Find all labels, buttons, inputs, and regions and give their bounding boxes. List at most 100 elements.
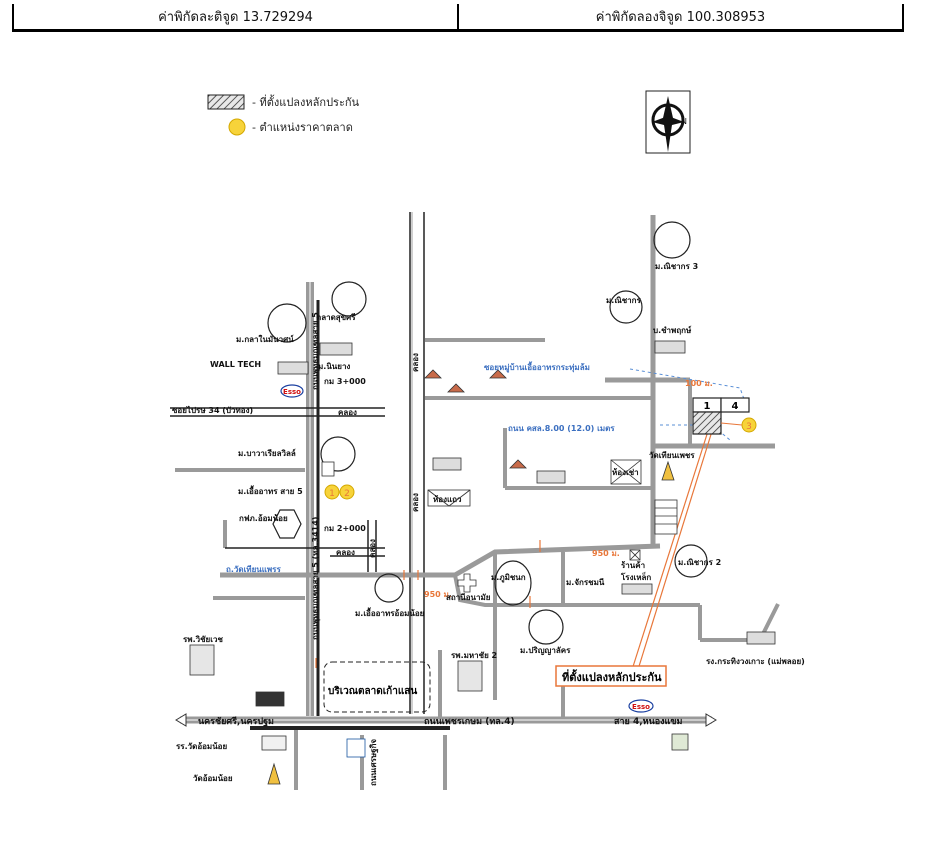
- label-vroad: ถนนพุทธมณฑลสาย 5 (ทล.3414): [311, 517, 321, 640]
- bank-icon: [346, 738, 366, 758]
- label-talatsuksri: ตลาดสุขศรี: [316, 312, 356, 323]
- village-circles: [267, 221, 708, 645]
- road-network: [170, 212, 780, 790]
- building-icons: [189, 340, 776, 785]
- collateral-parcel: [692, 411, 722, 435]
- coordinate-bar: ค่าพิกัดละติจูด 13.729294 ค่าพิกัดลองจิจ…: [12, 4, 904, 32]
- label-school: รร.วัดอ้อมน้อย: [176, 741, 227, 751]
- stairs-icon: [654, 499, 678, 535]
- legend-parcel-label: - ที่ตั้งแปลงหลักประกัน: [252, 94, 360, 109]
- market-markers: 1 2 3: [324, 417, 757, 500]
- label-mahachai: รพ.มหาชัย 2: [451, 651, 497, 660]
- parcel-callout-box: [555, 665, 667, 687]
- label-km3000: กม 3+000: [324, 377, 366, 386]
- label-mainroad: ถนนเพชรเกษม (ทล.4): [424, 717, 515, 727]
- legend-market-swatch: [228, 118, 246, 136]
- label-soiueaarthorn: ซอยหมู่บ้านเอื้ออาทรกระทุ่มล้ม: [484, 361, 590, 373]
- label-nichakorn3: ม.ณิชากร 3: [655, 262, 698, 271]
- hospital-icon: [189, 644, 215, 676]
- market-marker-3-label: 3: [746, 422, 752, 432]
- market-area-box: [323, 661, 431, 713]
- label-wanwang: ม.นินยาง: [318, 362, 350, 371]
- label-khlong-vertical-1: คลอง: [411, 353, 420, 372]
- school-icon: [261, 735, 287, 751]
- label-vroad2: ถนนพุทธมณฑลสาย 5: [311, 312, 321, 390]
- health-station-icon: [457, 573, 477, 593]
- label-hongtheo2: ห้องแถว: [433, 494, 462, 504]
- temple-icon: [661, 460, 675, 481]
- label-khlong-2: คลอง: [336, 548, 355, 557]
- factory-icon: [746, 631, 776, 645]
- esso-badges: Esso Esso: [280, 384, 654, 713]
- house-icon: [489, 369, 507, 379]
- factory-icon: [432, 457, 462, 471]
- temple-icon: [267, 762, 281, 785]
- factory-icon: [536, 470, 566, 484]
- label-kfp: กฟภ.อ้อมน้อย: [239, 513, 288, 523]
- esso-label-2: Esso: [632, 703, 650, 711]
- label-walltech: WALL TECH: [210, 360, 261, 369]
- esso-label-1: Esso: [283, 388, 301, 396]
- north-arrow-icon: N: [645, 90, 691, 154]
- house-icon: [447, 383, 465, 393]
- label-klaipamouse: ม.กลาในมันวศน์: [236, 334, 294, 344]
- label-ueaarthorn: ม.เอื้ออาทร สาย 5: [238, 485, 303, 496]
- market-marker-2-label: 2: [344, 489, 350, 499]
- label-marketarea: บริเวณตลาดเก้าแสน: [328, 685, 417, 697]
- label-watthian: ถ.วัดเทียนแพรร: [226, 564, 281, 574]
- label-parcelcallout: ที่ตั้งแปลงหลักประกัน: [562, 669, 662, 684]
- factory-icon: [277, 361, 309, 375]
- label-khlong-vertical-2: คลอง: [411, 493, 420, 512]
- factory-icon: [621, 583, 653, 595]
- distance-markers: [315, 427, 714, 677]
- label-khlong-vertical-3: คลอง: [368, 539, 377, 558]
- label-bawa: ม.บาวาเรียลวิลล์: [238, 448, 296, 458]
- label-nichakorn: ม.ณิชากร: [606, 296, 642, 305]
- label-baanchanpruek: บ.ชำพฤกษ์: [653, 325, 692, 335]
- lot-4-label: 4: [732, 401, 739, 412]
- station-icon: [671, 733, 689, 751]
- label-dist950a: 950 ม.: [424, 590, 452, 599]
- label-khlong-1: คลอง: [338, 408, 357, 417]
- market-marker-1: [324, 484, 340, 500]
- label-watthianphet: วัดเทียนเพชร: [649, 450, 695, 460]
- market-marker-1-label: 1: [329, 489, 335, 499]
- label-parinya: ม.ปริญญาลัคร: [520, 646, 571, 656]
- legend: - ที่ตั้งแปลงหลักประกัน - ตำแหน่งราคาตลา…: [207, 94, 360, 136]
- label-roadright: สาย 4,หนองแขม: [614, 717, 682, 727]
- house-icon: [424, 369, 442, 379]
- factory-icon: [654, 340, 686, 354]
- label-nichakorn2: ม.ณิชากร 2: [678, 558, 721, 567]
- label-km2000: กม 2+000: [324, 524, 366, 533]
- junction-hexagon: [272, 509, 302, 539]
- house-icon: [509, 459, 527, 469]
- label-bangkokbank: ถนนเศรษฐกิจ: [369, 739, 379, 786]
- market-marker-2: [339, 484, 355, 500]
- label-shop: ร้านค้า: [621, 560, 645, 570]
- label-watomnoi: วัดอ้อมน้อย: [193, 773, 233, 783]
- label-road8: ถนน คสล.8.00 (12.0) เมตร: [508, 424, 615, 433]
- label-roadleft: นครชัยศรี,นครปฐม: [198, 716, 274, 727]
- parcel-lots: 1 4: [692, 397, 750, 435]
- map-labels: ม.ณิชากร 3 ม.ณิชากร บ.ชำพฤกษ์ ตลาดสุขศรี…: [172, 262, 805, 786]
- label-factory: โรงเหล็ก: [620, 571, 651, 582]
- lot-1-label: 1: [704, 401, 711, 412]
- longitude-cell: ค่าพิกัดลองจิจูด 100.308953: [457, 4, 902, 29]
- label-vijaivej: รพ.วิชัยเวช: [183, 635, 223, 644]
- sign-icon: [321, 461, 335, 477]
- label-dist100: 100 ม.: [685, 379, 713, 388]
- label-hongthao: ห้องเช่า: [612, 467, 639, 477]
- lot-4: [720, 397, 750, 413]
- legend-market-label: - ตำแหน่งราคาตลาด: [252, 121, 353, 134]
- label-kratoom: รง.กระทิงวงเกาะ (แม่พลอย): [706, 657, 805, 666]
- label-phumisuk: ม.ภูมิชนก: [491, 573, 526, 583]
- label-chatchai: ม.จักรชมนี: [566, 577, 605, 587]
- label-ueaomnoi: ม.เอื้ออาทรอ้อมน้อย: [355, 607, 425, 618]
- label-healthstation: สถานีอนามัย: [446, 592, 491, 602]
- label-dist950b: 950 ม.: [592, 549, 620, 558]
- label-soi34: ซอยไปรษ 34 (บัวทอง): [172, 405, 253, 415]
- latitude-cell: ค่าพิกัดละติจูด 13.729294: [158, 10, 313, 25]
- factory-icon: [255, 691, 285, 707]
- north-label: N: [681, 117, 687, 126]
